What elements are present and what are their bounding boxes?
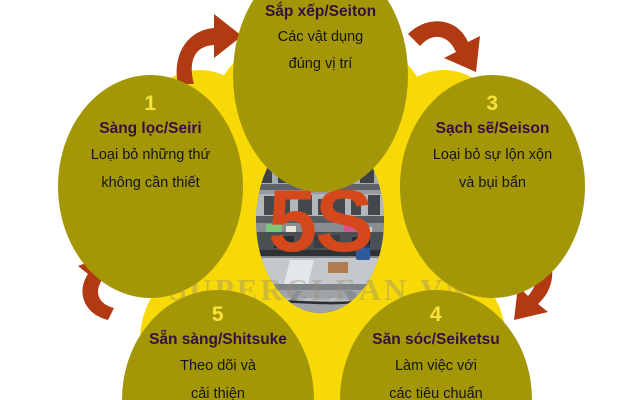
- step-number-shitsuke: 5: [211, 303, 225, 326]
- step-desc-seiketsu-line1: Làm việc với: [394, 358, 478, 375]
- step-desc-seison-line2: và bụi bẩn: [459, 175, 526, 192]
- step-desc-seiton-line2: đúng vị trí: [288, 56, 353, 73]
- step-petal-seiri[interactable]: 1 Sàng lọc/Seiri Loại bỏ những thứ không…: [58, 75, 243, 298]
- step-desc-seiri-line2: không cần thiết: [101, 175, 200, 192]
- arrow-seiton-to-seison: [408, 21, 480, 72]
- step-desc-seiketsu-line2: các tiêu chuẩn: [389, 386, 483, 400]
- step-desc-shitsuke-line1: Theo dõi và: [180, 358, 256, 375]
- step-title-seiketsu: Săn sóc/Seiketsu: [372, 331, 500, 349]
- step-number-seiri: 1: [144, 92, 157, 115]
- step-number-seison: 3: [486, 92, 499, 115]
- step-desc-seiri-line1: Loại bỏ những thứ: [90, 147, 211, 164]
- step-title-seison: Sạch sẽ/Seison: [435, 120, 550, 138]
- step-desc-shitsuke-line2: cải thiện: [190, 386, 245, 400]
- step-desc-seison-line1: Loại bỏ sự lộn xộn: [432, 147, 553, 164]
- arrow-seiri-to-seiton: [176, 14, 242, 84]
- step-petal-seiton[interactable]: Sắp xếp/Seiton Các vật dụng đúng vị trí: [233, 0, 408, 192]
- step-number-seiketsu: 4: [429, 303, 443, 326]
- step-desc-seiton-line1: Các vật dụng: [277, 29, 364, 46]
- step-petal-seison[interactable]: 3 Sạch sẽ/Seison Loại bỏ sự lộn xộn và b…: [400, 75, 585, 298]
- step-title-seiton: Sắp xếp/Seiton: [264, 3, 377, 20]
- step-title-shitsuke: Sẵn sàng/Shitsuke: [149, 331, 287, 349]
- step-title-seiri: Sàng lọc/Seiri: [99, 120, 202, 138]
